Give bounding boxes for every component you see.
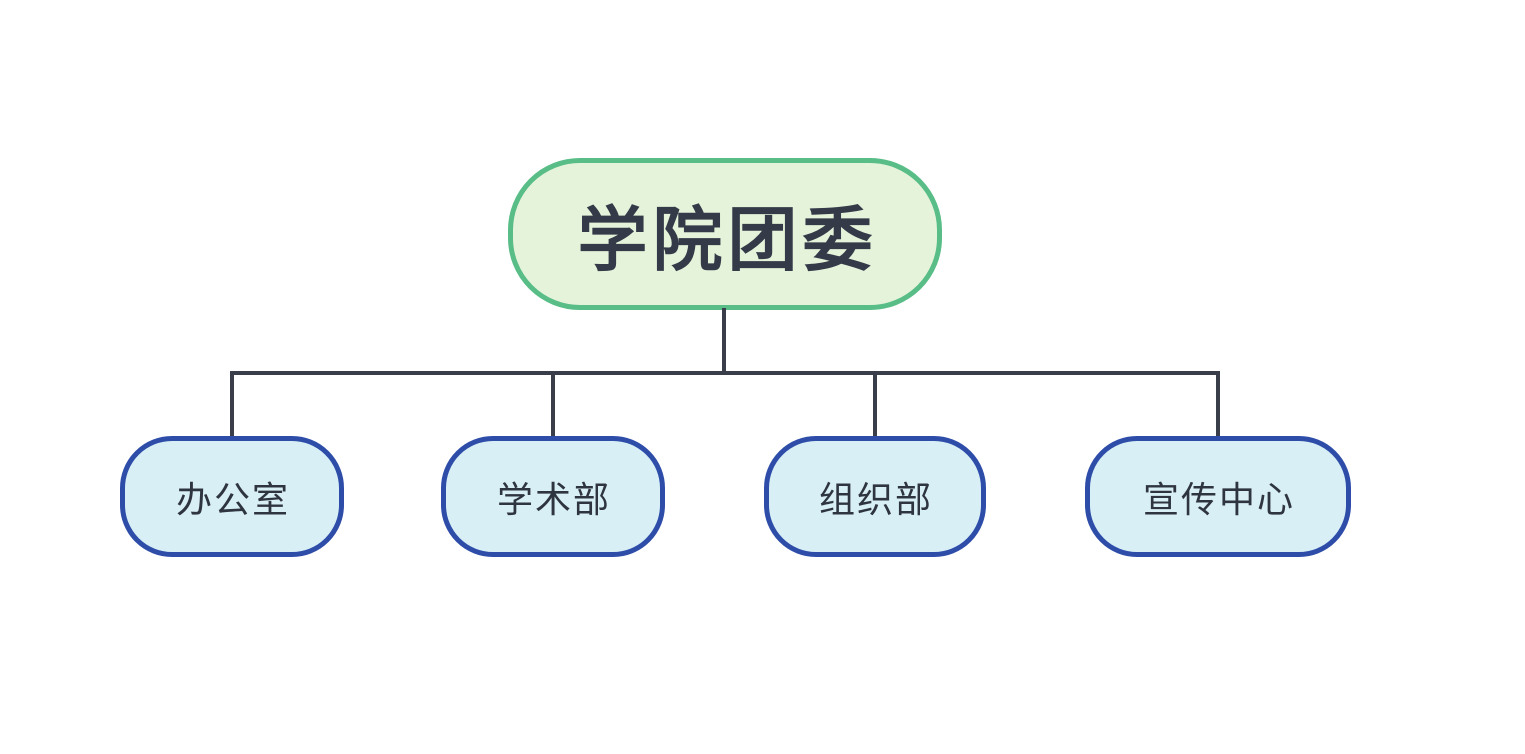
root-node-label: 学院团委 — [577, 197, 878, 281]
connector-drop-academic-dept — [551, 371, 555, 437]
child-node-academic-dept[interactable]: 学术部 — [441, 436, 665, 557]
connector-horizontal-bar — [230, 371, 1220, 375]
child-node-publicity-center[interactable]: 宣传中心 — [1085, 436, 1351, 557]
child-node-organization-dept[interactable]: 组织部 — [764, 436, 986, 557]
connector-drop-organization-dept — [873, 371, 877, 437]
child-node-label: 办公室 — [175, 479, 290, 521]
child-node-office[interactable]: 办公室 — [120, 436, 344, 557]
connector-drop-office — [230, 371, 234, 437]
child-node-label: 学术部 — [496, 479, 611, 521]
connector-drop-publicity-center — [1216, 371, 1220, 437]
child-node-label: 组织部 — [818, 479, 933, 521]
child-node-label: 宣传中心 — [1142, 479, 1295, 521]
connector-root-stem — [722, 308, 726, 373]
root-node[interactable]: 学院团委 — [508, 158, 942, 310]
